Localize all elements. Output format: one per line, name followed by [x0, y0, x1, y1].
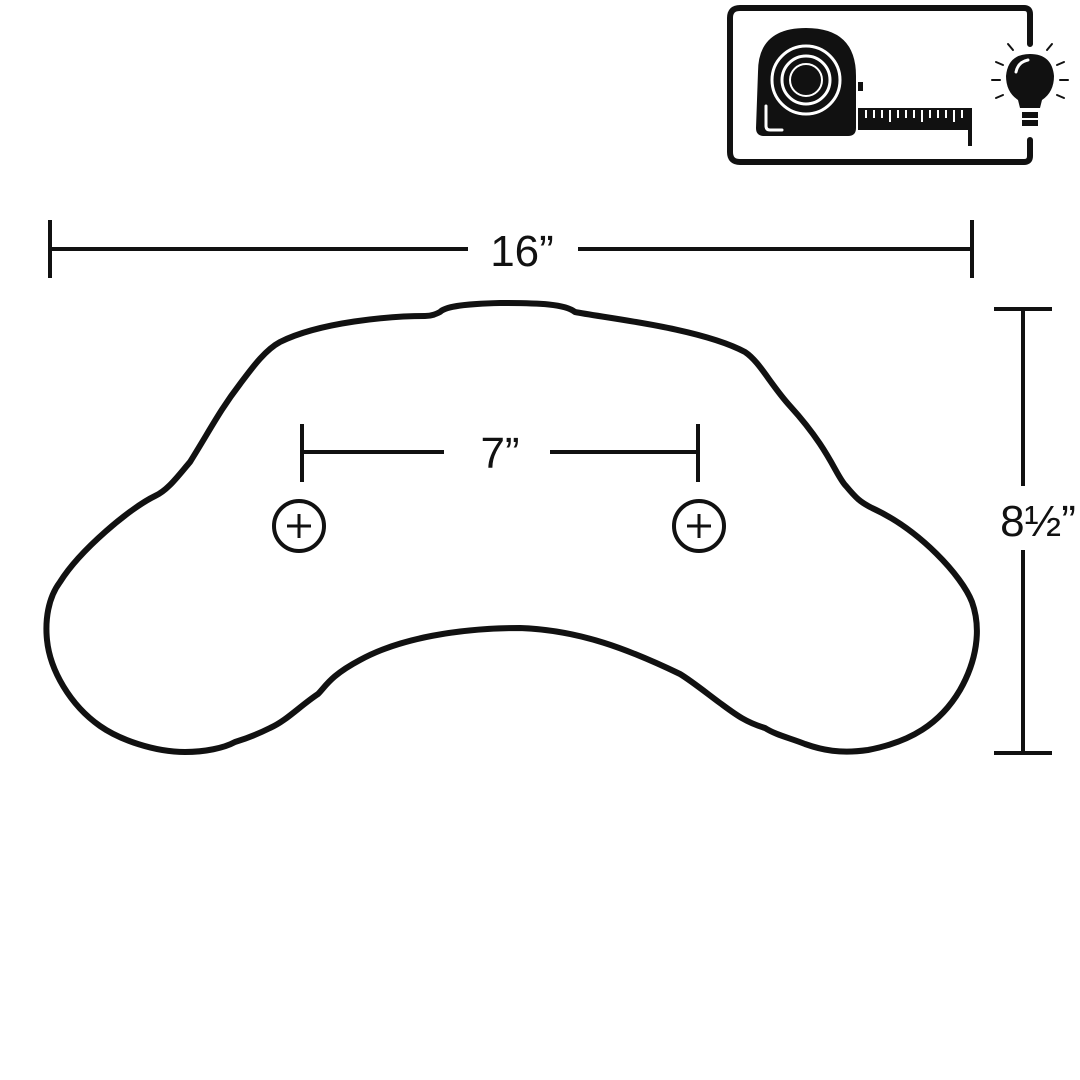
badge-frame [727, 5, 1033, 165]
boomerang-outline [43, 300, 980, 755]
hole-spacing-dimension [300, 424, 700, 482]
hole-spacing-label: 7” [480, 429, 519, 478]
mounting-hole-right [672, 499, 726, 553]
lightbulb-icon [991, 35, 1069, 126]
height-label: 8½” [1000, 497, 1076, 546]
measurement-badge [727, 5, 1069, 165]
height-dimension [994, 307, 1052, 755]
mounting-hole-left [272, 499, 326, 553]
tape-measure-icon [756, 28, 972, 146]
width-label: 16” [490, 227, 554, 276]
width-dimension [48, 220, 974, 278]
